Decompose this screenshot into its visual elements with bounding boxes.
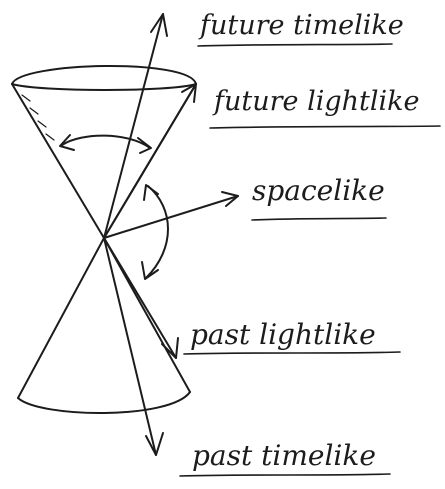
past-cone — [18, 238, 190, 413]
vectors — [104, 14, 238, 455]
past-cone-left-edge — [18, 238, 104, 398]
right-angle-arc-head-top — [144, 185, 158, 200]
future-cone — [12, 66, 196, 238]
future-lightlike-arrow — [104, 84, 196, 238]
upper-angle-arc — [62, 136, 150, 148]
label-future-lightlike: future lightlike — [212, 86, 420, 117]
future-timelike-arrow — [104, 14, 163, 238]
underline-future-lightlike — [210, 126, 440, 128]
past-lightlike-arrow — [104, 238, 176, 358]
future-cone-hatching — [22, 95, 54, 140]
past-timelike-arrowhead — [146, 433, 163, 455]
spacelike-arrow — [104, 196, 238, 238]
right-angle-arc — [146, 186, 168, 278]
future-cone-rim — [12, 66, 196, 84]
labels: future timelike future lightlike spaceli… — [180, 10, 440, 476]
past-timelike-arrow — [104, 238, 156, 455]
label-spacelike: spacelike — [252, 174, 385, 207]
label-past-lightlike: past lightlike — [190, 318, 376, 351]
future-cone-left-edge — [12, 84, 104, 238]
underline-past-lightlike — [184, 352, 400, 354]
label-past-timelike: past timelike — [192, 439, 376, 472]
underline-past-timelike — [180, 474, 390, 476]
underline-future-timelike — [198, 44, 392, 46]
underline-spacelike — [252, 218, 386, 220]
right-angle-arc-head-bottom — [142, 262, 158, 279]
future-cone-rim-front — [12, 84, 196, 90]
past-cone-rim — [18, 392, 190, 413]
label-future-timelike: future timelike — [198, 10, 404, 41]
